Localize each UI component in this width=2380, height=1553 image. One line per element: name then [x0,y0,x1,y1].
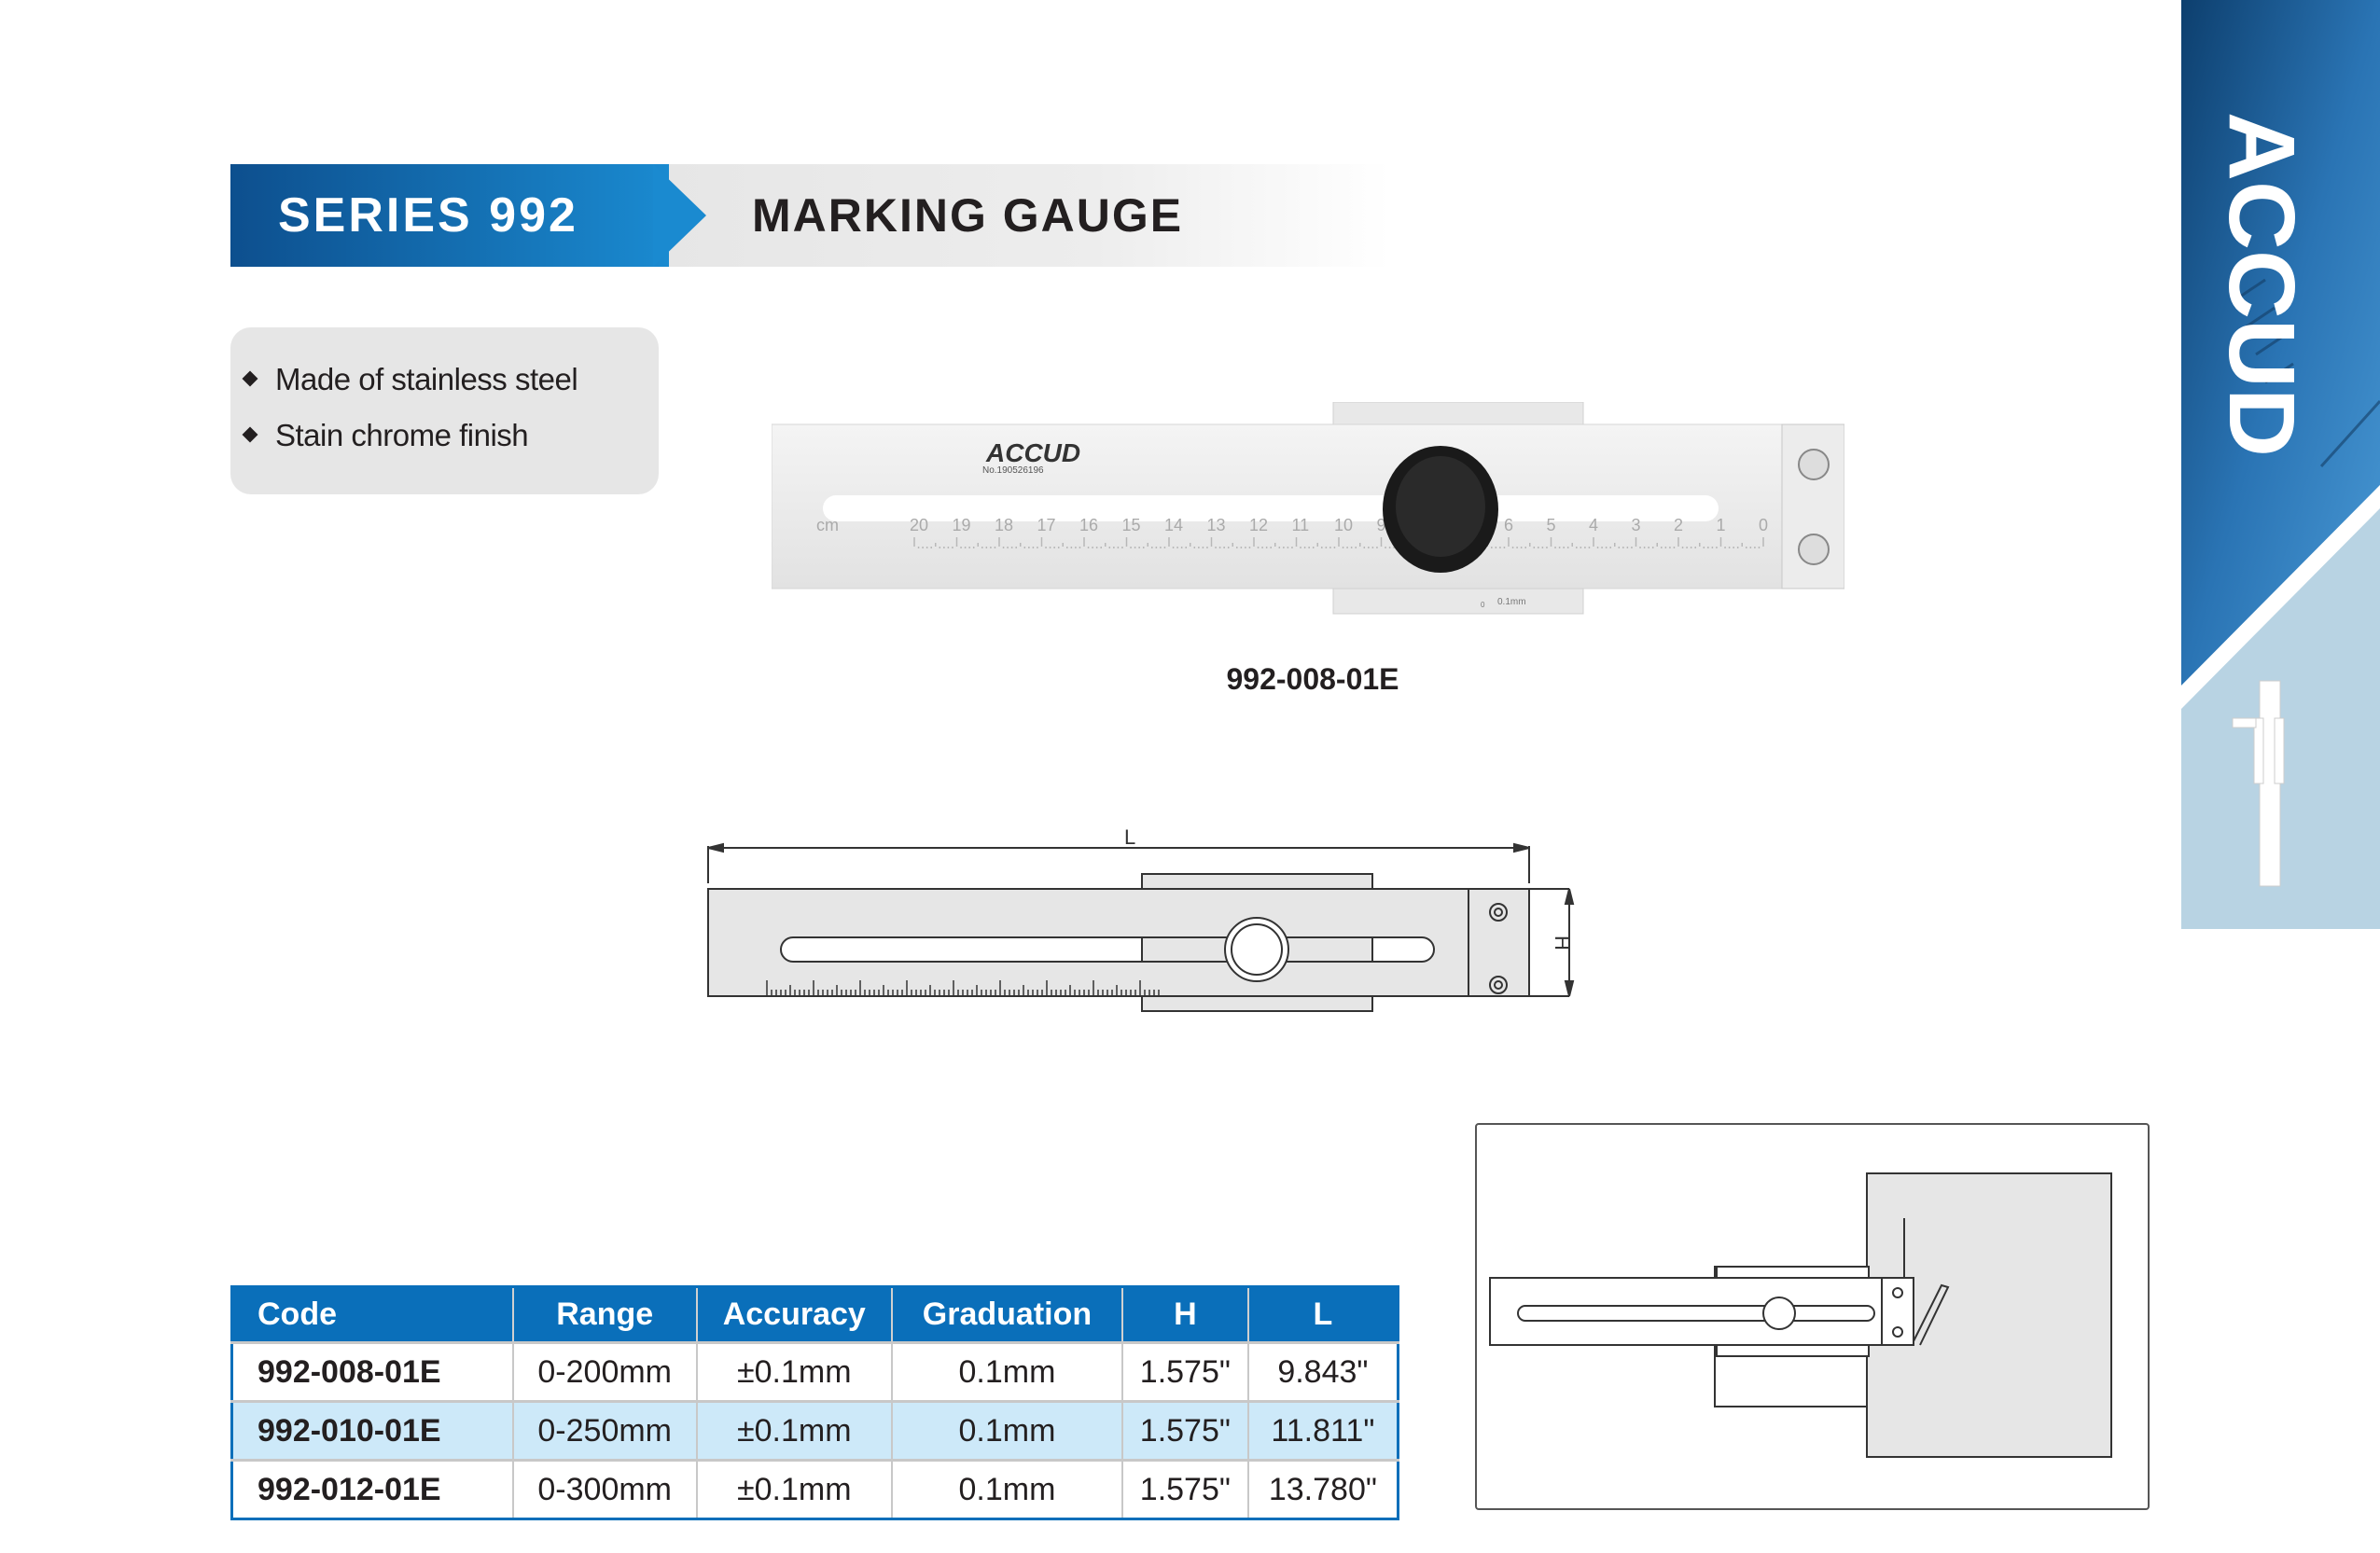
cell-range: 0-300mm [511,1459,697,1519]
scale-number: 17 [1037,516,1056,534]
vernier-zero: 0 [1481,601,1485,609]
table-row: 992-012-01E 0-300mm ±0.1mm 0.1mm 1.575" … [231,1459,1399,1519]
product-code-label: 992-008-01E [1226,662,1399,696]
cell-graduation: 0.1mm [890,1459,1122,1519]
cell-l: 13.780" [1246,1459,1399,1519]
series-title: SERIES 992 [278,188,578,243]
col-h: H [1120,1286,1248,1343]
scale-number: 11 [1292,516,1310,534]
scale-number: 10 [1334,516,1353,534]
vernier-label: 0.1mm [1497,597,1526,607]
cell-h: 1.575" [1120,1459,1248,1519]
cell-code: 992-010-01E [231,1400,513,1461]
cell-code: 992-008-01E [231,1341,513,1402]
scale-number: 9 [1377,516,1386,534]
feature-item: Stain chrome finish [242,418,529,453]
side-brand-banner: ACCUD [2181,0,2380,929]
scale-number: 19 [953,516,971,534]
cell-range: 0-200mm [511,1341,697,1402]
banner-arrow [653,164,706,267]
scale-number: 18 [995,516,1013,534]
scale-number: 14 [1164,516,1183,534]
cell-l: 11.811" [1246,1400,1399,1461]
table-row: 992-008-01E 0-200mm ±0.1mm 0.1mm 1.575" … [231,1341,1399,1402]
table-row: 992-010-01E 0-250mm ±0.1mm 0.1mm 1.575" … [231,1400,1399,1461]
cell-range: 0-250mm [511,1400,697,1461]
marking-gauge-icon [2232,680,2285,887]
bullet-icon [242,370,258,387]
scale-unit: cm [816,516,839,534]
cell-l: 9.843" [1246,1341,1399,1402]
feature-text: Made of stainless steel [275,362,578,396]
cell-code: 992-012-01E [231,1459,513,1519]
usage-illustration [1475,1123,2150,1510]
col-accuracy: Accuracy [695,1286,892,1343]
cell-graduation: 0.1mm [890,1400,1122,1461]
cell-h: 1.575" [1120,1400,1248,1461]
scale-number: 15 [1122,516,1141,534]
photo-serial: No.190526196 [982,465,1044,476]
product-title: MARKING GAUGE [752,189,1184,242]
feature-item: Made of stainless steel [242,362,578,397]
bullet-icon [242,426,258,443]
photo-brand-logo: ACCUD [985,438,1080,467]
spec-table: Code Range Accuracy Graduation H L 992-0… [230,1285,1399,1520]
cell-accuracy: ±0.1mm [695,1341,892,1402]
col-l: L [1246,1286,1399,1343]
dimension-diagram: L H [707,827,1575,1012]
cell-accuracy: ±0.1mm [695,1459,892,1519]
cell-graduation: 0.1mm [890,1341,1122,1402]
table-header-row: Code Range Accuracy Graduation H L [231,1286,1399,1343]
scale-number: 13 [1207,516,1226,534]
col-graduation: Graduation [890,1286,1122,1343]
scale-number: 1 [1717,516,1726,534]
series-banner [230,164,669,267]
cell-accuracy: ±0.1mm [695,1400,892,1461]
scale-number: 2 [1674,516,1683,534]
cell-h: 1.575" [1120,1341,1248,1402]
length-label: L [1124,827,1135,849]
scale-number: 16 [1079,516,1098,534]
scale-number: 5 [1547,516,1556,534]
scale-number: 20 [910,516,928,534]
side-brand-logo: ACCUD [2209,112,2314,457]
feature-text: Stain chrome finish [275,418,529,452]
height-label: H [1551,936,1574,950]
scale-number: 12 [1249,516,1268,534]
scale-number: 3 [1632,516,1641,534]
col-range: Range [511,1286,697,1343]
scale-number: 0 [1759,516,1768,534]
features-box: Made of stainless steel Stain chrome fin… [230,327,659,494]
scale-number: 4 [1589,516,1598,534]
scale-number: 6 [1504,516,1513,534]
col-code: Code [231,1286,513,1343]
